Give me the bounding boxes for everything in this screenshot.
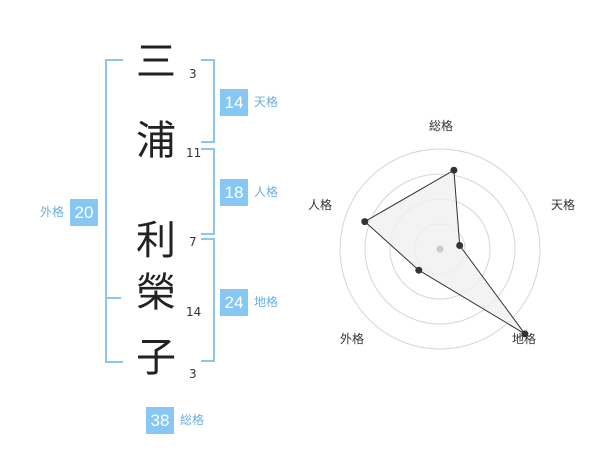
radar-axis-label-4: 外格 (340, 331, 364, 346)
chikaku-value: 24 (220, 289, 248, 316)
tenkaku-label: 天格 (254, 95, 279, 109)
stroke-count-1: 3 (189, 67, 197, 81)
gaikaku-bracket-tick (105, 297, 121, 299)
name-char-1: 三 (136, 39, 176, 85)
stroke-count-4: 14 (186, 305, 202, 319)
gaikaku-label: 外格 (40, 205, 65, 219)
stroke-count-2: 11 (186, 146, 202, 160)
tenkaku-bracket (201, 59, 215, 143)
stroke-count-5: 3 (189, 367, 197, 381)
radar-center (436, 245, 444, 253)
name-char-3: 利 (136, 218, 176, 264)
radar-ring-3 (364, 173, 516, 325)
gaikaku-value: 20 (70, 199, 99, 226)
jinkaku-label: 人格 (254, 185, 279, 199)
radar-axis-label-3: 地格 (512, 331, 536, 346)
name-char-4: 榮 (136, 270, 176, 316)
tenkaku-value: 14 (220, 89, 248, 116)
radar-point-1 (450, 166, 458, 174)
soukaku-label: 総格 (180, 413, 205, 427)
radar-point-4 (415, 266, 423, 274)
radar-point-2 (456, 242, 464, 249)
radar-polygon (363, 169, 526, 335)
jinkaku-value: 18 (220, 179, 248, 206)
chikaku-badge: 24 地格 (220, 289, 278, 316)
jinkaku-bracket (201, 148, 215, 235)
chikaku-bracket (201, 238, 215, 362)
radar-point-3 (521, 330, 529, 338)
tenkaku-badge: 14 天格 (220, 89, 278, 116)
chikaku-label: 地格 (254, 295, 279, 309)
radar-axis-label-1: 総格 (429, 118, 453, 133)
radar-axis-label-2: 天格 (551, 197, 575, 212)
soukaku-badge: 38 総格 (146, 407, 204, 434)
jinkaku-badge: 18 人格 (220, 179, 278, 206)
stroke-count-3: 7 (189, 235, 197, 249)
soukaku-value: 38 (146, 407, 174, 434)
radar-axis-label-5: 人格 (308, 197, 332, 212)
name-char-5: 子 (136, 335, 176, 381)
radar-point-5 (361, 218, 369, 226)
gaikaku-bracket (105, 59, 123, 363)
name-char-2: 浦 (136, 118, 176, 164)
gaikaku-badge: 外格 20 (40, 199, 99, 226)
radar-ring-4 (339, 148, 541, 350)
